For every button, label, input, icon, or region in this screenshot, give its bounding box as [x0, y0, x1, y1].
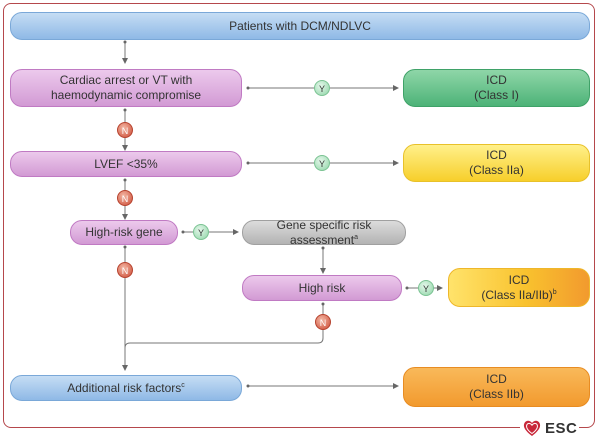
start-label: Patients with DCM/NDLVC: [229, 18, 371, 33]
no-badge-lvef: N: [117, 190, 133, 206]
arrow-highrisk-no: [124, 304, 324, 349]
esc-logo-text: ESC: [545, 419, 578, 437]
icd-class2a-box: ICD (Class IIa): [403, 144, 590, 182]
high-risk-gene-label: High-risk gene: [85, 225, 163, 239]
gene-specific-label: Gene specific risk assessmenta: [243, 218, 405, 248]
start-box: Patients with DCM/NDLVC: [10, 12, 590, 40]
high-risk-gene-box: High-risk gene: [70, 220, 178, 245]
icd-class2a2b-line2: (Class IIa/IIb)b: [481, 288, 556, 303]
cardiac-arrest-line2: haemodynamic compromise: [50, 88, 202, 102]
icd-class2b-line2: (Class IIb): [469, 387, 524, 401]
cardiac-arrest-box: Cardiac arrest or VT with haemodynamic c…: [10, 69, 242, 107]
icd-class2a-line2: (Class IIa): [469, 163, 524, 177]
yes-badge-lvef: Y: [314, 155, 330, 171]
additional-risk-text: Additional risk factors: [67, 380, 182, 395]
diagram-frame: [3, 3, 595, 428]
yes-badge-highrisk: Y: [418, 280, 434, 296]
esc-logo: ESC: [520, 418, 580, 438]
icd-class1-box: ICD (Class I): [403, 69, 590, 107]
icd-class2b-box: ICD (Class IIb): [403, 367, 590, 407]
additional-risk-label: Additional risk factorsc: [67, 381, 185, 396]
high-risk-label: High risk: [298, 280, 346, 295]
lvef-box: LVEF <35%: [10, 151, 242, 177]
additional-risk-box: Additional risk factorsc: [10, 375, 242, 401]
footnote-b: b: [552, 288, 557, 296]
icd-class2a2b-box: ICD (Class IIa/IIb)b: [448, 268, 590, 307]
footnote-a: a: [354, 233, 358, 241]
no-badge-arrest: N: [117, 122, 133, 138]
footnote-c: c: [181, 381, 185, 389]
no-badge-highrisk: N: [315, 314, 331, 330]
no-badge-gene: N: [117, 262, 133, 278]
icd-class2b-line1: ICD: [486, 372, 507, 386]
yes-badge-arrest: Y: [314, 80, 330, 96]
icd-class2a2b-line1: ICD: [508, 272, 530, 287]
icd-class2a-line1: ICD: [486, 148, 507, 162]
icd-class2a2b-text: (Class IIa/IIb): [481, 287, 553, 302]
high-risk-box: High risk: [242, 275, 402, 301]
yes-badge-gene: Y: [193, 224, 209, 240]
heart-icon: [523, 420, 541, 436]
cardiac-arrest-line1: Cardiac arrest or VT with: [59, 73, 193, 87]
icd-class1-line2: (Class I): [474, 88, 519, 102]
gene-specific-box: Gene specific risk assessmenta: [242, 218, 406, 248]
gene-specific-text: Gene specific risk assessment: [276, 217, 372, 247]
icd-class1-line1: ICD: [486, 73, 507, 87]
lvef-label: LVEF <35%: [94, 156, 158, 171]
